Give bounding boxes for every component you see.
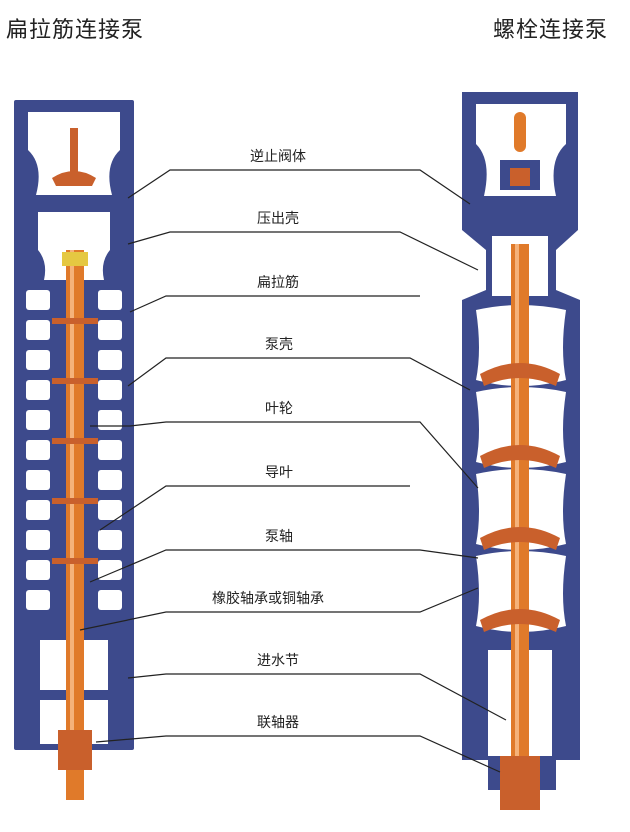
right-pump-title: 螺栓连接泵 — [492, 18, 608, 43]
leader-discharge-shell — [127, 231, 479, 271]
leader-tie-rod — [129, 295, 420, 313]
label-flat-tie-rod: 扁拉筋 — [257, 275, 299, 291]
leader-check-valve — [127, 169, 471, 205]
left-discharge-shell — [38, 212, 110, 280]
label-pump-shell: 泵壳 — [265, 337, 293, 353]
left-stages — [26, 290, 122, 610]
right-valve-disc — [510, 168, 530, 186]
label-check-valve-body: 逆止阀体 — [250, 149, 306, 165]
left-shaft-end — [66, 770, 84, 800]
right-shaft-highlight — [515, 244, 519, 810]
label-bearing: 橡胶轴承或铜轴承 — [212, 591, 324, 607]
leader-bearing — [79, 587, 479, 631]
left-pump — [14, 100, 134, 800]
leader-inlet — [127, 673, 507, 721]
left-shaft-highlight — [70, 250, 74, 770]
label-inlet-section: 进水节 — [257, 653, 299, 669]
left-shaft — [66, 250, 84, 770]
leader-pump-shell — [127, 357, 471, 391]
right-coupling — [500, 756, 540, 810]
right-pump — [462, 92, 580, 810]
left-valve-stem — [70, 128, 78, 180]
label-discharge-shell: 压出壳 — [257, 211, 299, 227]
left-coupling — [58, 730, 92, 770]
left-pump-title: 扁拉筋连接泵 — [6, 18, 145, 43]
right-impellers — [480, 363, 560, 632]
leader-guide-vane — [99, 485, 410, 531]
left-impellers — [52, 318, 98, 564]
leader-impeller — [90, 421, 479, 489]
left-bearing-top — [62, 252, 88, 266]
leader-shaft — [89, 549, 479, 583]
label-coupling: 联轴器 — [257, 715, 299, 731]
label-guide-vane: 导叶 — [265, 465, 293, 481]
label-pump-shaft: 泵轴 — [265, 529, 293, 545]
leader-coupling — [95, 735, 501, 773]
leader-lines — [79, 169, 507, 773]
right-valve-stem — [514, 112, 526, 152]
label-impeller: 叶轮 — [265, 401, 293, 417]
